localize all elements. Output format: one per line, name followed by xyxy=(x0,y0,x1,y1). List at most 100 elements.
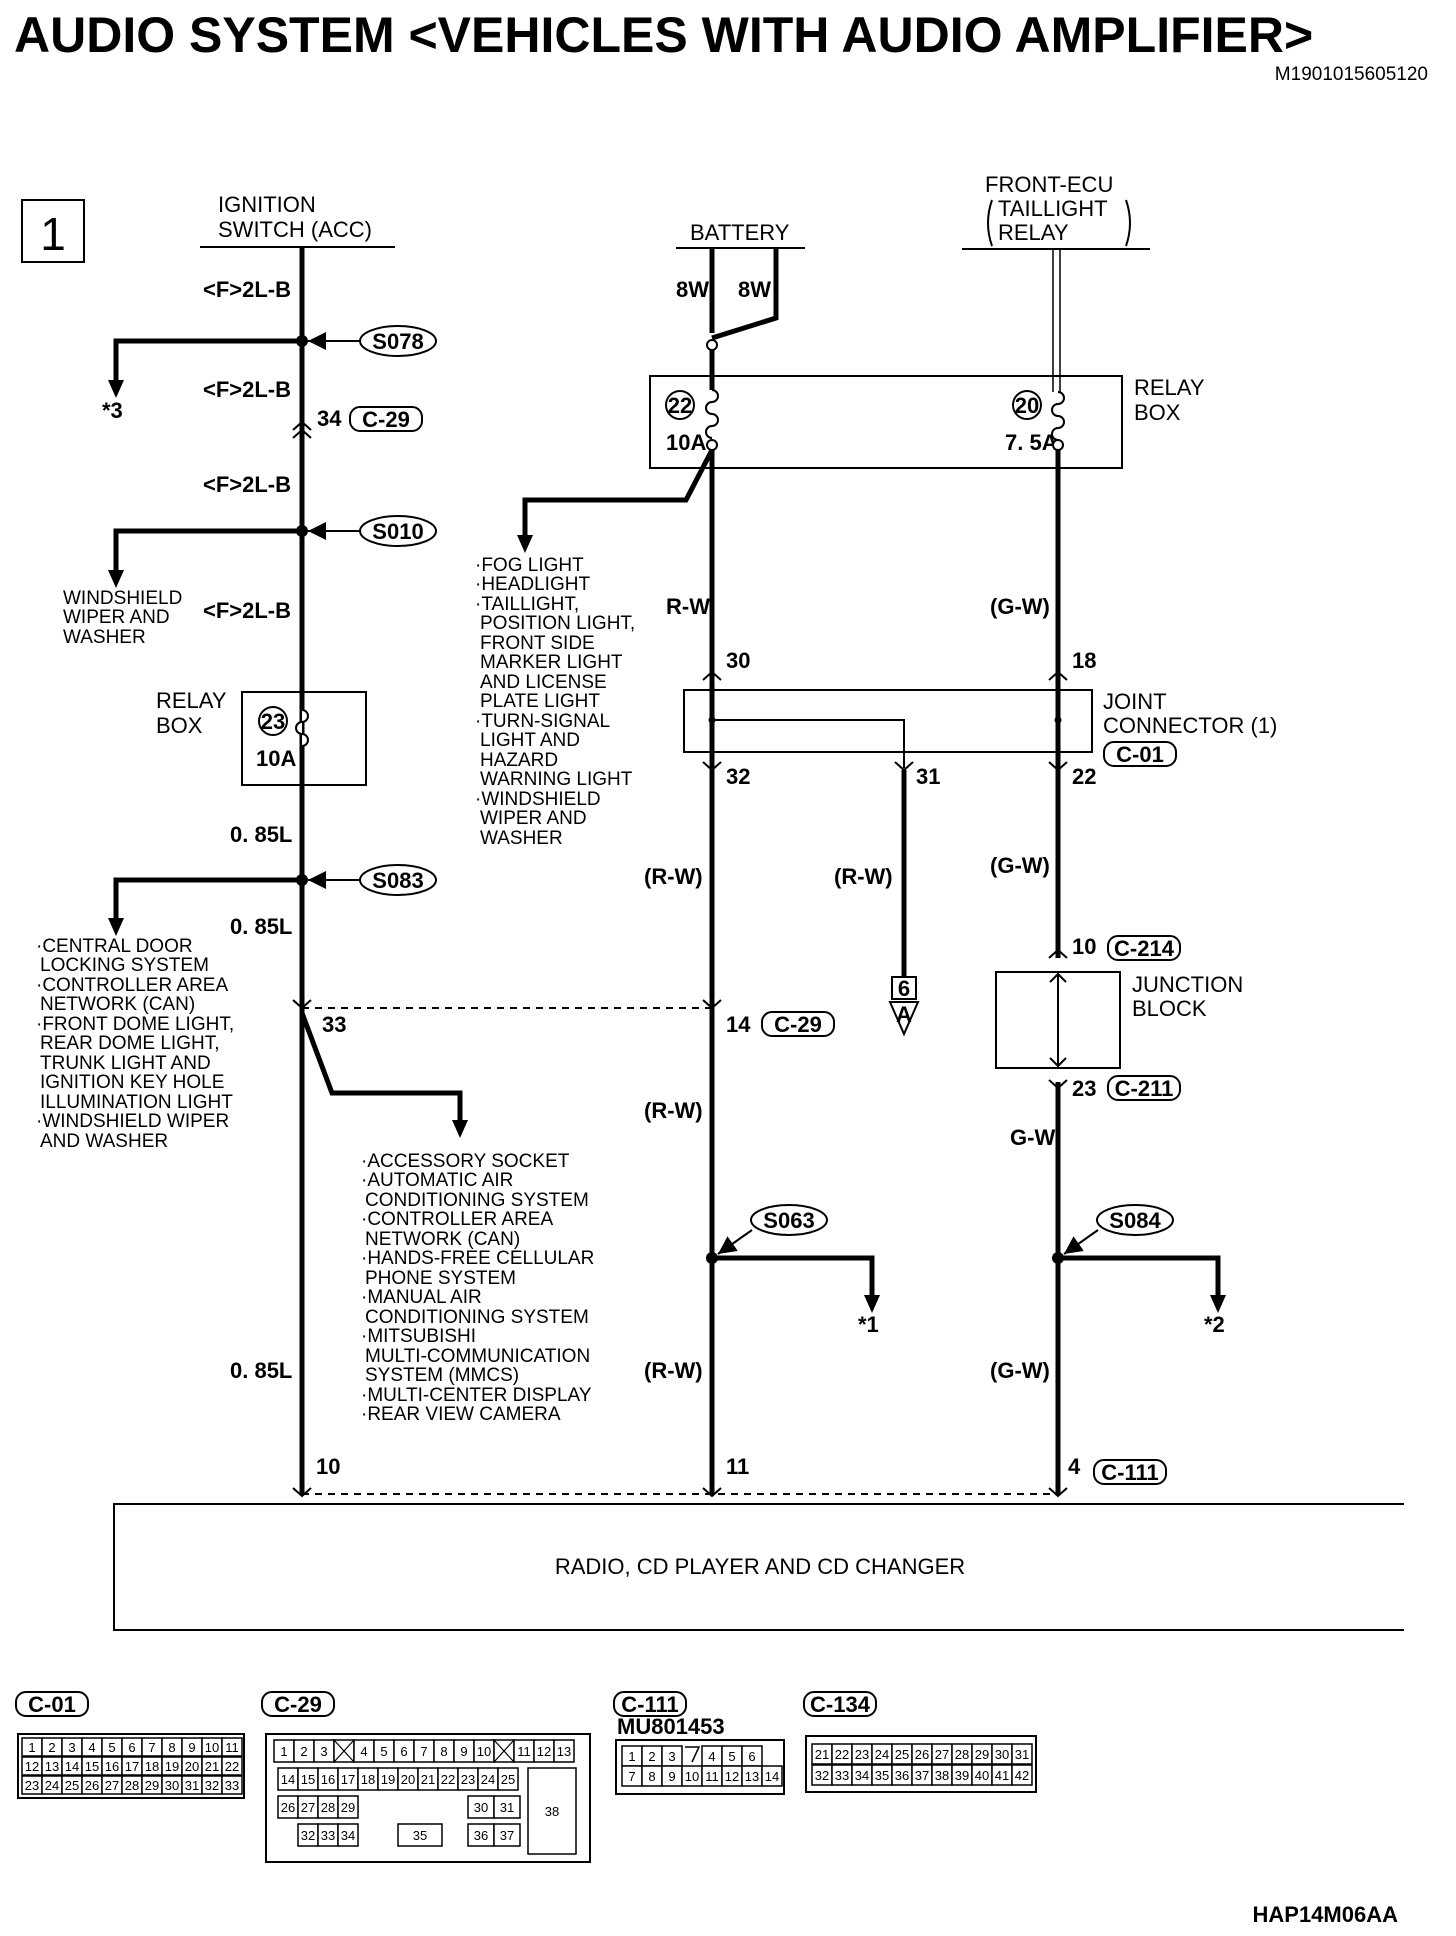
svg-text:POSITION LIGHT,: POSITION LIGHT, xyxy=(480,613,635,634)
connview-c111-part: MU801453 xyxy=(617,1714,725,1739)
pin-cell xyxy=(221,1737,243,1757)
pin-number: 14 xyxy=(765,1769,779,1784)
pin-number: 20 xyxy=(185,1759,199,1774)
connector-c29-b-label: C-29 xyxy=(774,1012,822,1037)
connector-c29-a-label: C-29 xyxy=(362,407,410,432)
pin-number: 13 xyxy=(745,1769,759,1784)
splice-s084 xyxy=(1096,1204,1174,1236)
pin-number: 1 xyxy=(280,1744,287,1759)
wire-gw-3: G-W xyxy=(1010,1125,1055,1150)
fuse-23-badge xyxy=(258,706,288,736)
wire-8w-1: 8W xyxy=(676,277,709,302)
pin-number: 2 xyxy=(48,1740,55,1755)
svg-text:·TURN-SIGNAL: ·TURN-SIGNAL xyxy=(475,711,610,732)
relay-box-left xyxy=(241,691,367,786)
pin-number: 16 xyxy=(321,1772,335,1787)
chevron-11-radio xyxy=(702,1487,722,1498)
pin-cell xyxy=(1011,1764,1033,1786)
wire-l085-3: 0. 85L xyxy=(230,1358,292,1383)
pin-number: 36 xyxy=(474,1828,488,1843)
svg-text:WINDSHIELD: WINDSHIELD xyxy=(63,588,182,609)
pin-number: 35 xyxy=(413,1828,427,1843)
connview-c29-tag xyxy=(261,1691,335,1717)
pin-number: 37 xyxy=(500,1828,514,1843)
pin-number: 1 xyxy=(28,1740,35,1755)
svg-text:HAZARD: HAZARD xyxy=(480,750,558,771)
splice-s083-label: S083 xyxy=(372,868,423,893)
arrow-central xyxy=(108,918,124,936)
pin-number: 9 xyxy=(188,1740,195,1755)
pin-number: 18 xyxy=(361,1772,375,1787)
pin-number: 8 xyxy=(168,1740,175,1755)
pin-31: 31 xyxy=(916,764,940,789)
pin-number: 11 xyxy=(705,1769,719,1784)
pin-number: 10 xyxy=(685,1769,699,1784)
branch-to-ref3 xyxy=(113,338,302,383)
pin-number: 25 xyxy=(65,1778,79,1793)
pin-number: 4 xyxy=(360,1744,367,1759)
page-title: AUDIO SYSTEM <VEHICLES WITH AUDIO AMPLIF… xyxy=(14,7,1313,63)
pin-cell xyxy=(493,1795,521,1819)
pin-number: 12 xyxy=(725,1769,739,1784)
branch-to-ref1 xyxy=(712,1255,875,1297)
svg-text:·HANDS-FREE CELLULAR: ·HANDS-FREE CELLULAR xyxy=(361,1248,594,1269)
pin-number: 23 xyxy=(461,1772,475,1787)
pin-number: 31 xyxy=(1015,1747,1029,1762)
pin-number: 9 xyxy=(668,1769,675,1784)
branch-to-windshield xyxy=(113,528,302,572)
chevron-22 xyxy=(1048,761,1068,772)
svg-text:WASHER: WASHER xyxy=(63,627,146,648)
branch-list-windshield: WINDSHIELD WIPER AND WASHER xyxy=(63,588,182,648)
connview-c134-tag xyxy=(803,1691,877,1717)
connview-c01-tag xyxy=(15,1691,89,1717)
fuse-20-terminal xyxy=(1052,439,1064,451)
wire-rw-1: R-W xyxy=(666,594,710,619)
pin-number: 12 xyxy=(537,1744,551,1759)
fuse-20-symbol xyxy=(1051,391,1065,441)
pin-number: 4 xyxy=(88,1740,95,1755)
pin-number: 16 xyxy=(105,1759,119,1774)
pin-number: 15 xyxy=(301,1772,315,1787)
svg-text:NETWORK (CAN): NETWORK (CAN) xyxy=(365,1229,520,1250)
pin-number: 41 xyxy=(995,1768,1009,1783)
splice-s063 xyxy=(750,1204,828,1236)
joint-connector-label-2: CONNECTOR (1) xyxy=(1103,713,1277,738)
pin-number: 26 xyxy=(85,1778,99,1793)
wire-gw-4: (G-W) xyxy=(990,1358,1050,1383)
pin-number: 29 xyxy=(341,1800,355,1815)
svg-text:·FOG LIGHT: ·FOG LIGHT xyxy=(475,555,584,576)
pin-number: 30 xyxy=(165,1778,179,1793)
relay-box-left-label-1: RELAY xyxy=(156,688,227,713)
pin-number: 27 xyxy=(301,1800,315,1815)
pin-23: 23 xyxy=(1072,1076,1096,1101)
pin-number: 8 xyxy=(440,1744,447,1759)
pin-number: 11 xyxy=(517,1744,531,1759)
pin-number: 20 xyxy=(401,1772,415,1787)
connview-c134-frame xyxy=(805,1735,1037,1793)
pin-10b: 10 xyxy=(316,1454,340,1479)
branch-to-fog xyxy=(522,448,715,537)
fuse-23-symbol xyxy=(295,709,309,747)
svg-text:·CENTRAL DOOR: ·CENTRAL DOOR xyxy=(36,936,193,957)
pin-number: 18 xyxy=(145,1759,159,1774)
pin-number: 13 xyxy=(557,1744,571,1759)
splice-s010 xyxy=(359,515,437,547)
connector-c211 xyxy=(1107,1075,1181,1101)
offpage-a-letter: A xyxy=(896,1002,912,1027)
svg-text:·AUTOMATIC AIR: ·AUTOMATIC AIR xyxy=(361,1170,513,1191)
fuse-23-amp: 10A xyxy=(256,746,296,771)
svg-text:·MANUAL AIR: ·MANUAL AIR xyxy=(361,1287,482,1308)
pin-number: 24 xyxy=(45,1778,59,1793)
fuse-20-amp: 7. 5A xyxy=(1005,430,1058,455)
svg-text:·CONTROLLER AREA: ·CONTROLLER AREA xyxy=(36,975,228,996)
connview-c134-name: C-134 xyxy=(810,1692,871,1717)
connector-c214-label: C-214 xyxy=(1114,936,1175,961)
wire-gw-1: (G-W) xyxy=(990,594,1050,619)
svg-text:·MULTI-CENTER DISPLAY: ·MULTI-CENTER DISPLAY xyxy=(361,1385,592,1406)
pin-number: 14 xyxy=(281,1772,295,1787)
connview-c01-frame xyxy=(17,1733,245,1799)
pin-number: 27 xyxy=(105,1778,119,1793)
svg-text:LIGHT AND: LIGHT AND xyxy=(480,730,580,751)
connector-c29-b xyxy=(761,1011,835,1037)
pin-number: 11 xyxy=(225,1740,239,1755)
